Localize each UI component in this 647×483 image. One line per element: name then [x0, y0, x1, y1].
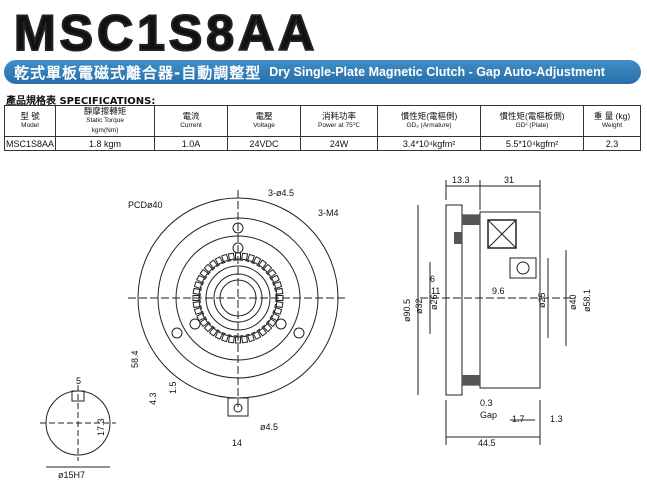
- gear-tooth: [199, 318, 209, 328]
- gear-tooth: [258, 259, 268, 269]
- dim-1-7: 1.7: [512, 414, 525, 424]
- spec-data-row: MSC1S8AA 1.8 kgm 1.0A 24VDC 24W 3.4*10⁴k…: [3, 136, 641, 151]
- dim-pcd: PCDø40: [128, 200, 163, 210]
- dim-32: ø32: [414, 298, 424, 314]
- header-weight: 重 量 (kg)Weight: [583, 105, 641, 137]
- dim-9-6: 9.6: [492, 286, 505, 296]
- dimension-labels: PCDø40 3-ø4.5 3-M4 58.4 4.3 1.5 14 ø4.5 …: [58, 175, 592, 480]
- cell-weight: 2.3: [583, 136, 641, 151]
- gear-tooth: [252, 330, 262, 340]
- gear-tooth: [196, 274, 206, 284]
- gear-tooth: [203, 263, 213, 273]
- cell-gd-armature: 3.4*10⁴kgfm²: [377, 136, 482, 151]
- dim-1-3: 1.3: [550, 414, 563, 424]
- gear-tooth: [227, 335, 235, 344]
- gear-tooth: [241, 252, 249, 261]
- dim-40: ø40: [568, 294, 578, 310]
- gear-tooth: [227, 252, 235, 261]
- dim-gap: Gap: [480, 410, 497, 420]
- dim-4-3: 4.3: [148, 392, 158, 405]
- gear-tooth: [263, 263, 273, 273]
- gear-tooth: [263, 323, 273, 333]
- dim-0-3: 0.3: [480, 398, 493, 408]
- banner-english: Dry Single-Plate Magnetic Clutch - Gap A…: [269, 65, 605, 79]
- dim-14: 14: [232, 438, 242, 448]
- gear-tooth: [192, 287, 201, 295]
- model-title-text: MSC1S8AA: [14, 5, 318, 58]
- dim-tap: 3-M4: [318, 208, 339, 218]
- banner-chinese: 乾式單板電磁式離合器-自動調整型: [14, 63, 262, 82]
- gear-tooth: [193, 307, 203, 315]
- dim-31: 31: [504, 175, 514, 185]
- dim-90-5: ø90.5: [402, 299, 412, 322]
- dim-13-3: 13.3: [452, 175, 470, 185]
- gear-tooth: [203, 323, 213, 333]
- product-banner: 乾式單板電磁式離合器-自動調整型 Dry Single-Plate Magnet…: [4, 60, 641, 84]
- dim-25: ø25: [537, 292, 547, 308]
- gear-tooth: [247, 253, 255, 263]
- dim-44-5: 44.5: [478, 438, 496, 448]
- dim-58-4: 58.4: [130, 350, 140, 368]
- side-section-view: [417, 180, 575, 445]
- dim-bore: ø15H7: [58, 470, 85, 480]
- gear-tooth: [214, 330, 224, 340]
- gear-tooth: [273, 307, 283, 315]
- hatch: [454, 215, 480, 385]
- gear-tooth: [196, 312, 206, 322]
- spec-heading-cn: 產品規格表: [6, 96, 56, 107]
- gear-tooth: [258, 327, 268, 337]
- gear-tooth: [273, 281, 283, 289]
- gear-tooth: [267, 318, 277, 328]
- gear-tooth: [221, 253, 229, 263]
- dim-17-3: 17.3: [96, 418, 106, 436]
- gear-tooth: [267, 268, 277, 278]
- gear-tooth: [199, 268, 209, 278]
- gear-tooth: [247, 333, 255, 343]
- cell-gd-plate: 5.5*10⁴kgfm²: [480, 136, 585, 151]
- gear-tooth: [221, 333, 229, 343]
- dim-11: 11: [431, 286, 440, 296]
- gear-tooth: [270, 274, 280, 284]
- cell-model: MSC1S8AA: [3, 136, 57, 151]
- dim-6: 6: [430, 274, 435, 284]
- model-title: MSC1S8AA: [14, 4, 318, 58]
- gear-tooth: [275, 301, 284, 309]
- key-detail-view: [40, 385, 116, 468]
- gear-tooth: [193, 281, 203, 289]
- spec-heading: 產品規格表 SPECIFICATIONS:: [6, 92, 155, 107]
- gear-tooth: [270, 312, 280, 322]
- dim-1-5: 1.5: [168, 381, 178, 394]
- gear-tooth: [275, 287, 284, 295]
- dim-26: ø26: [429, 294, 439, 310]
- front-view: [128, 190, 348, 417]
- dim-holes: 3-ø4.5: [268, 188, 294, 198]
- gear-tooth: [252, 256, 262, 266]
- header-gd-plate: 慣性矩(電樞板側)GD² (Plate): [480, 105, 585, 137]
- dim-58-1: ø58.1: [582, 289, 592, 312]
- gear-tooth: [208, 327, 218, 337]
- spec-heading-en: SPECIFICATIONS:: [59, 96, 156, 107]
- gear-tooth: [214, 256, 224, 266]
- gear-tooth: [241, 335, 249, 344]
- dim-key-5: 5: [76, 376, 81, 386]
- dim-hole-4-5: ø4.5: [260, 422, 278, 432]
- gear-tooth: [192, 301, 201, 309]
- gear-tooth: [208, 259, 218, 269]
- gear-teeth: [192, 252, 284, 344]
